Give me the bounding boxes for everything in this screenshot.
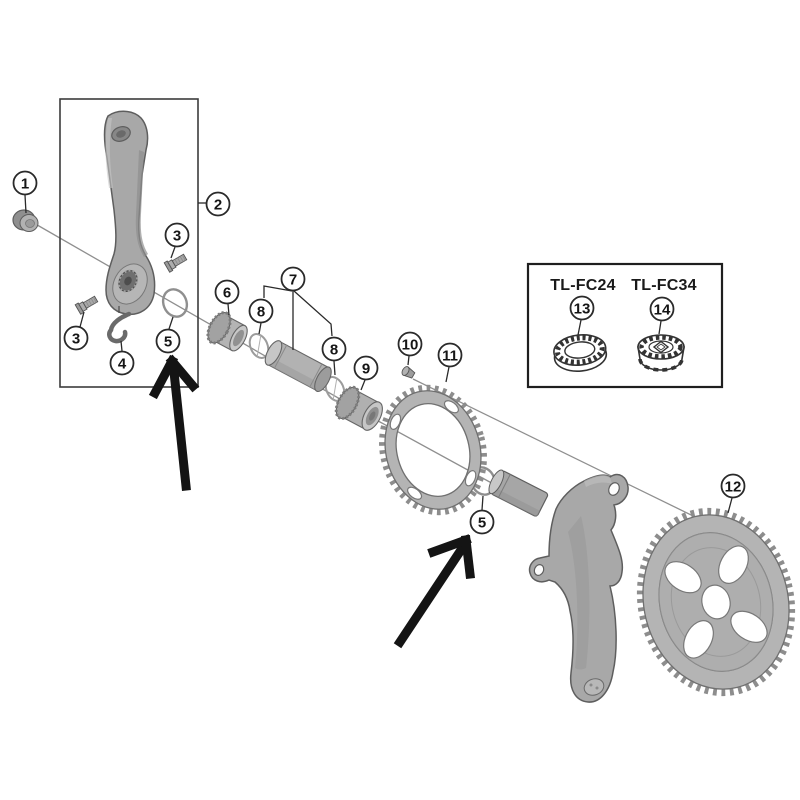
callouts: 1 2 3 3 4 5 6 7 [12,170,746,535]
left-crank-group-box [59,98,199,388]
callout-3-lower: 3 [63,325,89,351]
callout-12: 12 [720,473,746,499]
callout-14: 14 [649,296,675,322]
svg-text:14: 14 [654,301,671,318]
part-bearing-cup-right [334,385,383,431]
svg-text:8: 8 [330,341,338,358]
svg-text:9: 9 [362,360,370,377]
svg-text:4: 4 [118,355,127,372]
svg-text:13: 13 [574,300,591,317]
emphasis-arrow-left [148,354,200,491]
svg-text:12: 12 [725,478,742,495]
callout-7: 7 [280,266,306,292]
crank-spindle [488,469,549,518]
part-left-crank-arm [103,110,156,316]
svg-text:2: 2 [214,196,222,213]
tool-14-label: TL-FC34 [631,277,696,294]
pedal-hole [111,126,131,142]
callout-8-left: 8 [248,298,274,324]
part-inner-chainring [379,384,487,516]
part-crank-fixing-cap [12,209,39,232]
svg-text:3: 3 [72,330,80,347]
callout-2: 2 [205,191,231,217]
spindle-bore-face [112,263,148,305]
part-bb-sleeve [264,340,332,393]
svg-text:10: 10 [402,336,419,353]
part-bearing-cup-left [206,311,248,352]
callout-1: 1 [12,170,38,196]
callout-leader-lines [24,194,733,514]
part-right-crank-arm [488,469,629,703]
callout-11: 11 [437,342,463,368]
callout-5-right: 5 [469,509,495,535]
part-chainring-bolt [401,366,416,379]
part-clamp-bolt-upper [163,253,188,273]
svg-text:5: 5 [164,333,172,350]
callout-6: 6 [214,279,240,305]
callout-3-upper: 3 [164,222,190,248]
callout-5-left: 5 [155,328,181,354]
part-o-ring-left [161,288,189,318]
callout-9: 9 [353,355,379,381]
callout-10: 10 [397,331,423,357]
emphasis-arrow-right [393,534,475,649]
svg-text:1: 1 [21,175,29,192]
tool-tl-fc34 [637,334,685,372]
callout-13: 13 [569,295,595,321]
tool-13-label: TL-FC24 [550,277,615,294]
pedal-boss [583,678,605,696]
svg-text:7: 7 [289,271,297,288]
tool-box: TL-FC24 TL-FC34 [526,262,724,389]
part-safety-plate [107,306,132,344]
svg-text:8: 8 [257,303,265,320]
svg-text:5: 5 [478,514,486,531]
callout-4: 4 [109,350,135,376]
part-spacer-left [248,333,270,359]
part-clamp-bolt-lower [74,295,99,315]
part-outer-chainring [636,507,796,697]
svg-text:6: 6 [223,284,231,301]
svg-text:3: 3 [173,227,181,244]
svg-text:11: 11 [442,347,458,364]
callout-8-right: 8 [321,336,347,362]
